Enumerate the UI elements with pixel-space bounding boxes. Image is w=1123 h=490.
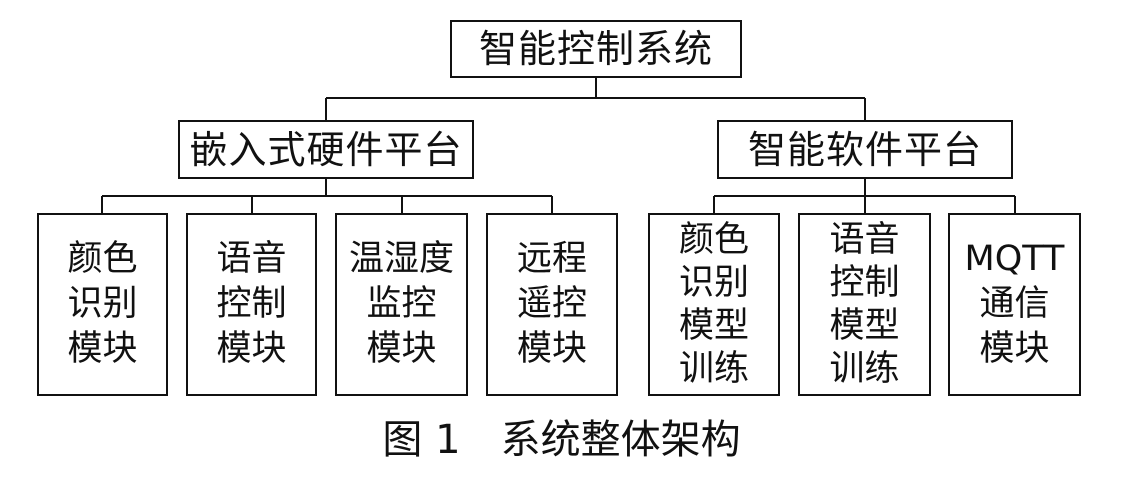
figure-caption: 图 1 系统整体架构 <box>382 417 741 463</box>
branch-node-software-label: 智能软件平台 <box>747 127 982 172</box>
root-node: 智能控制系统 <box>450 20 742 78</box>
branch-node-software: 智能软件平台 <box>717 120 1013 179</box>
leaf-node-label: 远程 遥控 模块 <box>516 239 587 369</box>
leaf-node-label: 颜色 识别 模型 训练 <box>678 219 749 389</box>
leaf-node-temp-humidity: 温湿度 监控 模块 <box>335 213 468 396</box>
root-node-label: 智能控制系统 <box>478 27 713 71</box>
leaf-node-voice-model-training: 语音 控制 模型 训练 <box>798 213 931 396</box>
leaf-node-voice-control: 语音 控制 模块 <box>186 213 317 396</box>
leaf-node-label: 温湿度 监控 模块 <box>348 239 454 369</box>
leaf-node-label: 语音 控制 模块 <box>216 239 287 369</box>
leaf-node-color-model-training: 颜色 识别 模型 训练 <box>648 213 780 396</box>
branch-node-hardware: 嵌入式硬件平台 <box>178 120 474 179</box>
leaf-node-label: MQTT 通信 模块 <box>964 239 1065 369</box>
leaf-node-mqtt: MQTT 通信 模块 <box>948 213 1081 396</box>
leaf-node-remote-control: 远程 遥控 模块 <box>486 213 618 396</box>
leaf-node-label: 颜色 识别 模块 <box>67 239 138 369</box>
branch-node-hardware-label: 嵌入式硬件平台 <box>189 127 463 172</box>
leaf-node-color-recognition: 颜色 识别 模块 <box>37 213 168 396</box>
leaf-node-label: 语音 控制 模型 训练 <box>829 219 900 389</box>
